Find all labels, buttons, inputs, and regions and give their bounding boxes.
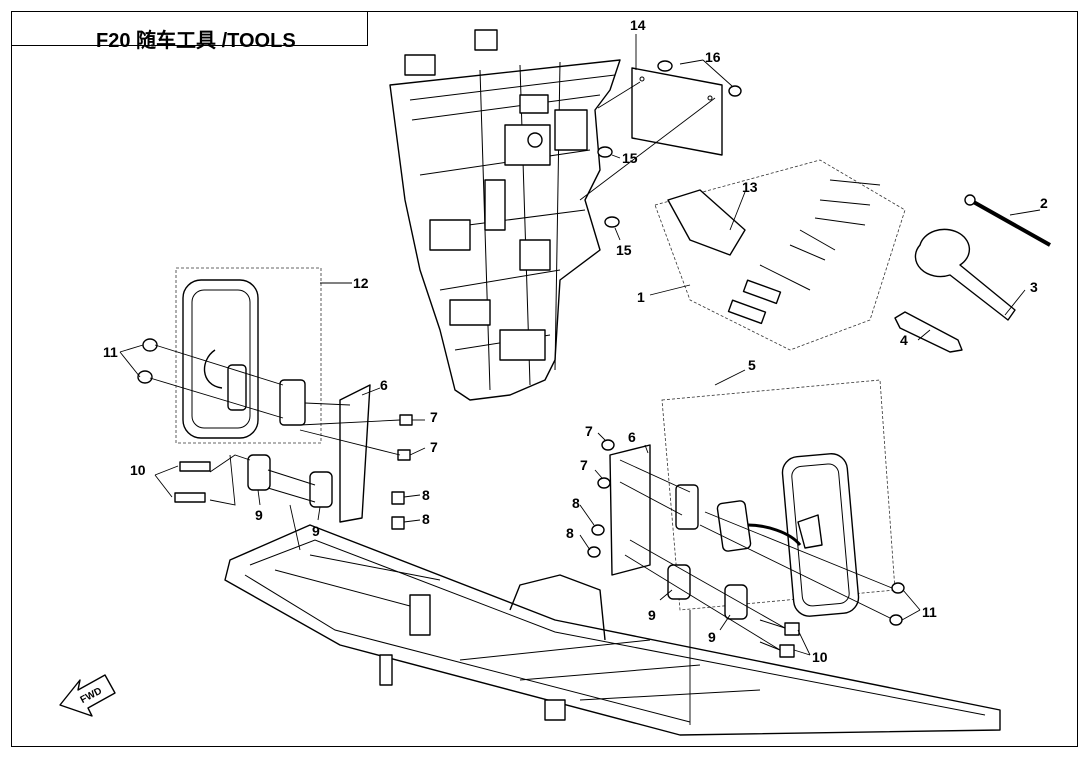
callout-9-left-b: 9 [312, 523, 320, 539]
callout-4: 4 [900, 332, 908, 348]
title-block: F20 随车工具 /TOOLS [11, 11, 368, 52]
right-mirror-mount [716, 500, 752, 552]
fwd-arrow-icon: FWD [59, 674, 116, 717]
callout-14: 14 [630, 17, 646, 33]
callout-6-left: 6 [380, 377, 388, 393]
left-mirror-plate [279, 379, 306, 426]
callout-8-right-a: 8 [572, 495, 580, 511]
callout-12: 12 [353, 275, 369, 291]
callout-7-right-b: 7 [580, 457, 588, 473]
callout-8-left-b: 8 [422, 511, 430, 527]
open-wrench [894, 311, 963, 353]
callout-3: 3 [1030, 279, 1038, 295]
callout-10-left: 10 [130, 462, 146, 478]
wrenches [727, 179, 881, 325]
callout-8-right-b: 8 [566, 525, 574, 541]
callout-2: 2 [1040, 195, 1048, 211]
callout-11-left: 11 [103, 344, 118, 360]
right-bracket [609, 444, 651, 576]
callout-9-right-b: 9 [708, 629, 716, 645]
callout-labels: 14 16 15 15 13 1 2 3 4 5 12 11 6 7 7 8 8… [103, 17, 1048, 665]
callout-10-right: 10 [812, 649, 828, 665]
front-rack [224, 524, 1001, 736]
callout-1: 1 [637, 289, 645, 305]
page-title: F20 随车工具 /TOOLS [96, 30, 296, 52]
callout-6-right: 6 [628, 429, 636, 445]
callout-15-upper: 15 [622, 150, 638, 166]
right-mirror-plate [675, 484, 699, 530]
right-mirror-outline [661, 379, 896, 611]
tool-box-plate [631, 67, 723, 156]
tool-kit-outline [654, 159, 906, 351]
left-fasteners [137, 338, 413, 530]
left-mirror-outline [175, 267, 322, 444]
callout-7-left-b: 7 [430, 439, 438, 455]
callout-13: 13 [742, 179, 758, 195]
callout-8-left-a: 8 [422, 487, 430, 503]
callout-5: 5 [748, 357, 756, 373]
drawing-border [11, 11, 1078, 747]
callout-7-left-a: 7 [430, 409, 438, 425]
nuts [597, 60, 742, 228]
callout-9-left-a: 9 [255, 507, 263, 523]
callout-15-lower: 15 [616, 242, 632, 258]
left-bracket [339, 384, 371, 523]
callout-9-right-a: 9 [648, 607, 656, 623]
right-fasteners [587, 439, 905, 658]
vehicle-frame [389, 29, 621, 401]
hook-spanner [914, 228, 1016, 321]
callout-16: 16 [705, 49, 721, 65]
leader-lines [119, 34, 1041, 725]
left-mirror [182, 279, 259, 439]
callout-11-right: 11 [922, 604, 937, 620]
callout-7-right-a: 7 [585, 423, 593, 439]
tool-rod [964, 194, 1051, 247]
tool-bag-icon [667, 189, 746, 256]
